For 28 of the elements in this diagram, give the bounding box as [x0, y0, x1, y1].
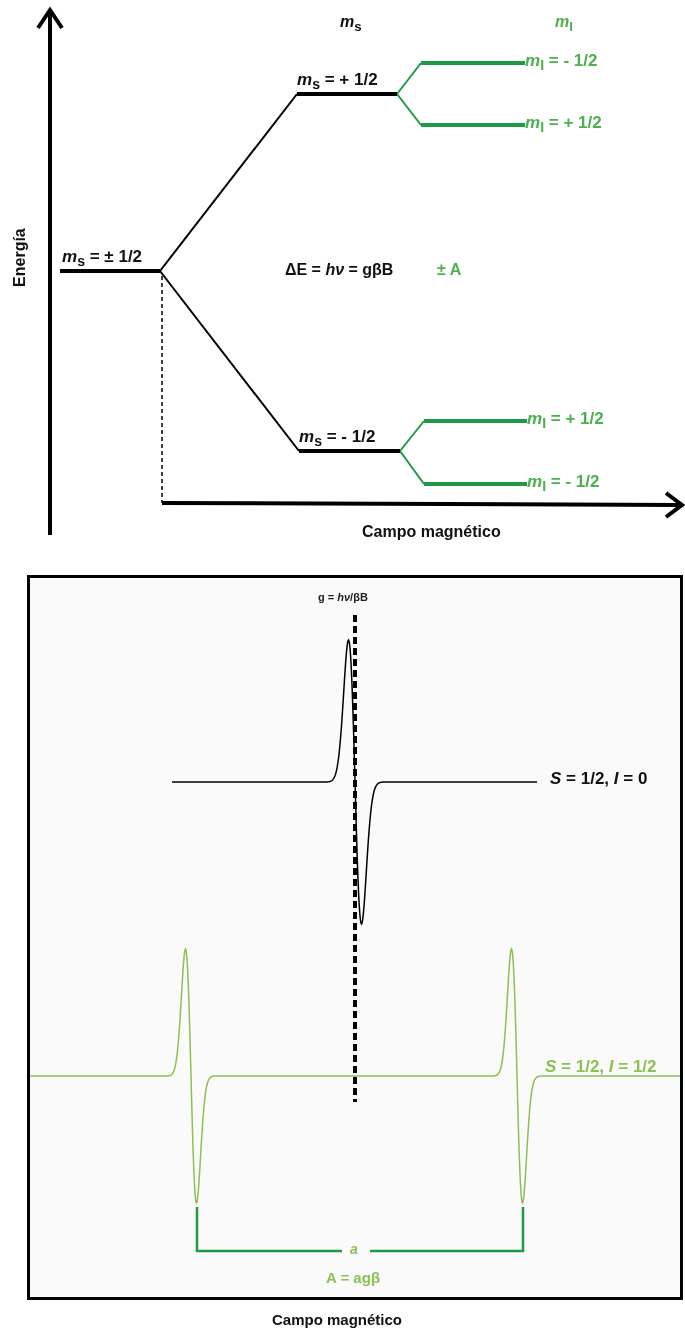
energy-level	[299, 427, 400, 453]
energy-level	[297, 70, 397, 96]
field-formula: g = hν/βB	[318, 591, 368, 605]
equation-term: ± A	[437, 260, 462, 280]
splitting-symbol: a	[350, 1241, 358, 1258]
coupling-formula: A = agβ	[326, 1269, 381, 1287]
level-label: m$_{s}$ = + 1/2	[297, 70, 378, 95]
level-label: m$_{I}$ = + 1/2	[527, 408, 604, 434]
splitting-line	[396, 93, 422, 126]
level-label: m$_{I}$ = - 1/2	[527, 471, 600, 497]
column-heading: m$_{I}$	[555, 12, 573, 36]
level-label: m$_{s}$ = - 1/2	[299, 427, 376, 452]
splitting-line	[399, 420, 425, 452]
axis-title: Campo magnético	[362, 522, 501, 542]
splitting-line	[399, 450, 425, 485]
energy-level	[60, 247, 160, 273]
splitting-line	[396, 62, 422, 95]
level-label: m$_{I}$ = + 1/2	[525, 112, 602, 138]
spectrum-label: S = 1/2, I = 1/2	[545, 1057, 657, 1078]
level-label: m$_{I}$ = - 1/2	[525, 50, 598, 76]
column-heading: m$_{s}$	[340, 12, 362, 36]
axis-title: Campo magnético	[272, 1311, 403, 1329]
splitting-line	[159, 93, 298, 272]
splitting-line	[159, 270, 300, 452]
spectrum-label: S = 1/2, I = 0	[550, 769, 648, 790]
level-label: m$_{s}$ = ± 1/2	[62, 247, 143, 272]
equation: ΔE = hν = gβB	[285, 260, 394, 280]
axis-title: Energía	[9, 228, 29, 287]
